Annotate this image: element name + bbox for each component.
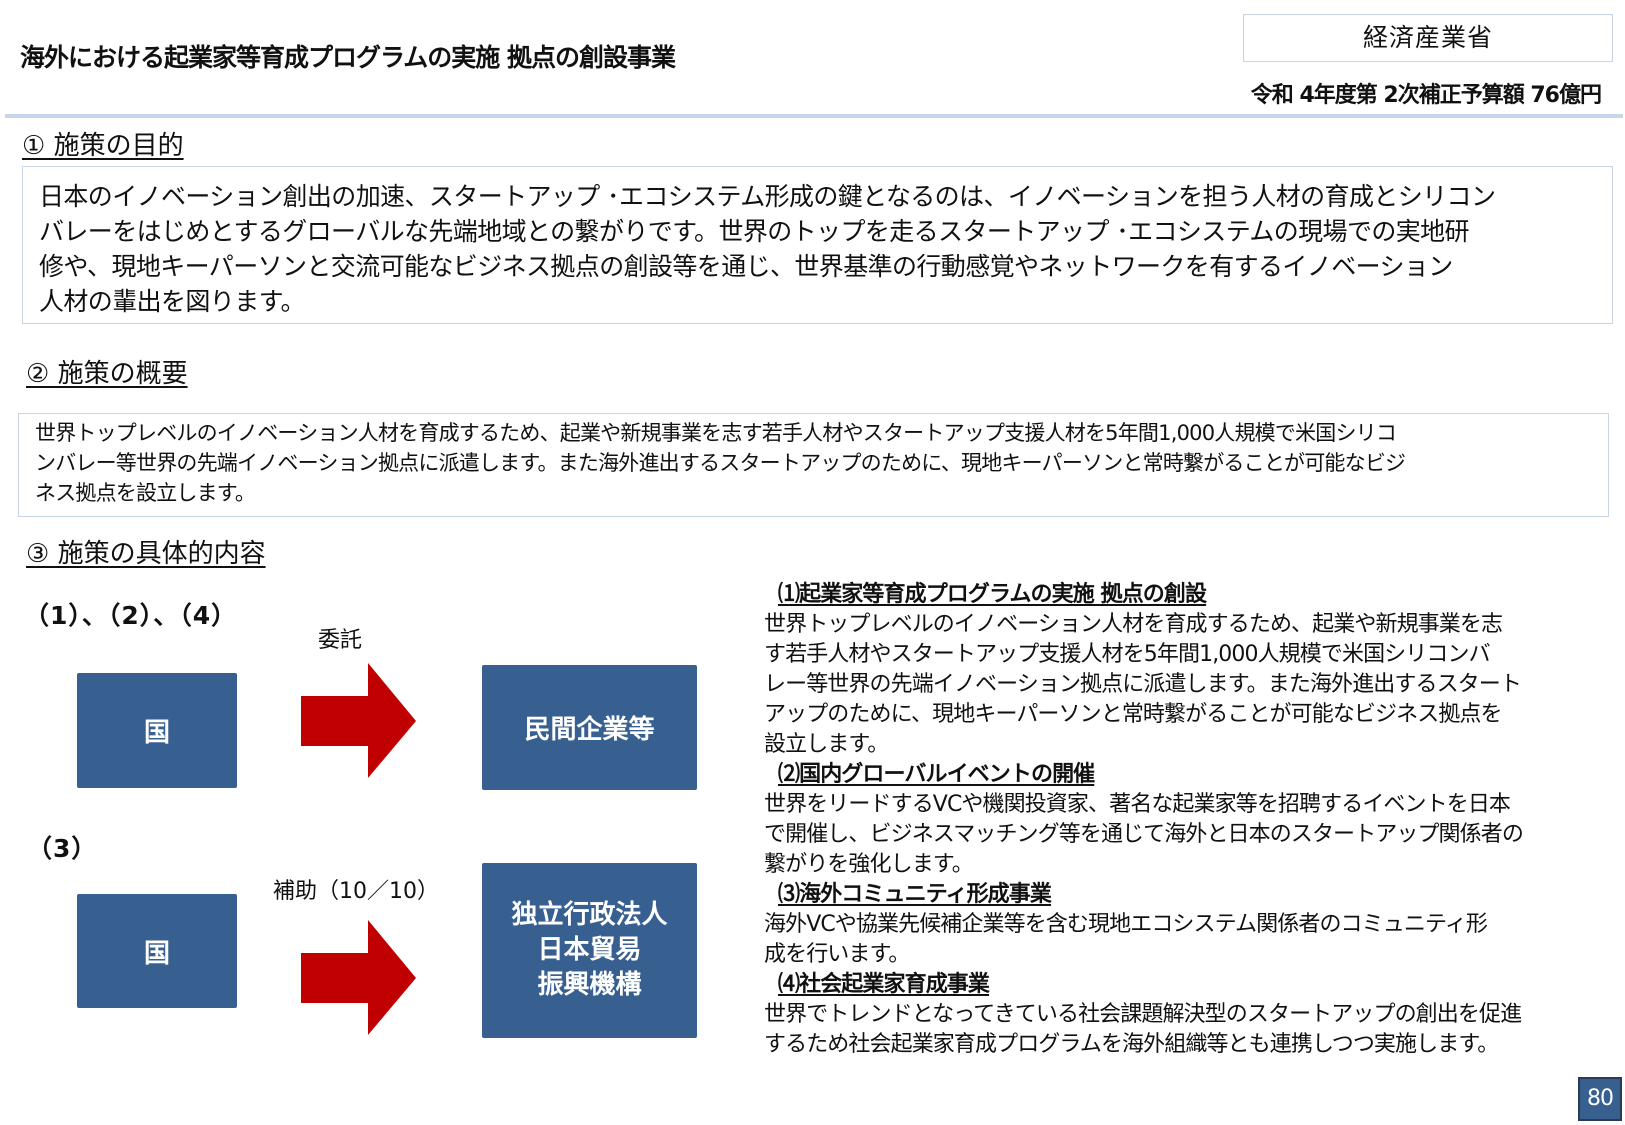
detail-line: 設立します。: [764, 732, 889, 757]
detail-heading: ⑶海外コミュニティ形成事業: [778, 882, 1052, 907]
section-heading-details: ③ 施策の具体的内容: [26, 539, 266, 569]
jetro-line: 振興機構: [537, 970, 642, 1000]
purpose-line: 修や、現地キーパーソンと交流可能なビジネス拠点の創設等を通じ、世界基準の行動感覚…: [39, 252, 1453, 281]
detail-line: 成を行います。: [764, 942, 910, 967]
overview-box: 世界トップレベルのイノベーション人材を育成するため、起業や新規事業を志す若手人材…: [18, 413, 1609, 517]
detail-line: レー等世界の先端イノベーション拠点に派遣します。また海外進出するスタート: [764, 672, 1522, 697]
detail-line: アップのために、現地キーパーソンと常時繋がることが可能なビジネス拠点を: [764, 702, 1503, 727]
detail-heading: ⑷社会起業家育成事業: [778, 972, 990, 997]
government-box-2: 国: [77, 894, 237, 1008]
section-heading-overview: ② 施策の概要: [26, 359, 188, 389]
group-label-1-2-4: （1）、（2）、（4）: [24, 601, 238, 630]
detail-line: 繋がりを強化します。: [764, 852, 974, 877]
overview-line: 世界トップレベルのイノベーション人材を育成するため、起業や新規事業を志す若手人材…: [35, 421, 1397, 445]
purpose-line: 日本のイノベーション創出の加速、スタートアップ ･エコシステム形成の鍵となるのは…: [39, 182, 1496, 211]
detail-line: 海外VCや協業先候補企業等を含む現地エコシステム関係者のコミュニティ形: [764, 912, 1488, 937]
purpose-box: 日本のイノベーション創出の加速、スタートアップ ･エコシステム形成の鍵となるのは…: [22, 166, 1613, 324]
page-title: 海外における起業家等育成プログラムの実施 拠点の創設事業: [20, 43, 676, 72]
header-divider: [5, 114, 1623, 118]
overview-line: ンバレー等世界の先端イノベーション拠点に派遣します。また海外進出するスタートアッ…: [35, 451, 1406, 475]
jetro-line: 独立行政法人: [511, 900, 668, 930]
detail-item-2: ⑵国内グローバルイベントの開催 世界をリードするVCや機関投資家、著名な起業家等…: [764, 760, 1594, 880]
detail-item-3: ⑶海外コミュニティ形成事業 海外VCや協業先候補企業等を含む現地エコシステム関係…: [764, 880, 1594, 970]
relation-label-commission: 委託: [318, 628, 363, 653]
arrow-right-icon: [301, 920, 416, 1035]
group-label-3: （3）: [27, 834, 98, 863]
arrow-right-icon: [301, 663, 416, 778]
detail-heading: ⑵国内グローバルイベントの開催: [778, 762, 1095, 787]
private-companies-box: 民間企業等: [482, 665, 697, 790]
detail-line: 世界でトレンドとなってきている社会課題解決型のスタートアップの創出を促進: [764, 1002, 1522, 1027]
government-box-1: 国: [77, 673, 237, 788]
relation-label-subsidy: 補助（10／10）: [273, 879, 439, 904]
detail-line: で開催し、ビジネスマッチング等を通じて海外と日本のスタートアップ関係者の: [764, 822, 1524, 847]
detail-item-1: ⑴起業家等育成プログラムの実施 拠点の創設 世界トップレベルのイノベーション人材…: [764, 580, 1594, 760]
details-list: ⑴起業家等育成プログラムの実施 拠点の創設 世界トップレベルのイノベーション人材…: [764, 580, 1594, 1060]
budget-amount: 令和 4年度第 2次補正予算額 76億円: [1250, 83, 1602, 108]
purpose-line: 人材の輩出を図ります。: [39, 287, 306, 316]
ministry-label: 経済産業省: [1243, 14, 1613, 62]
purpose-line: バレーをはじめとするグローバルな先端地域との繋がりです。世界のトップを走るスター…: [39, 217, 1470, 246]
detail-item-4: ⑷社会起業家育成事業 世界でトレンドとなってきている社会課題解決型のスタートアッ…: [764, 970, 1594, 1060]
detail-line: 世界をリードするVCや機関投資家、著名な起業家等を招聘するイベントを日本: [764, 792, 1511, 817]
page-number: 80: [1578, 1077, 1622, 1121]
overview-line: ネス拠点を設立します。: [35, 481, 256, 505]
jetro-line: 日本貿易: [537, 935, 642, 965]
detail-line: す若手人材やスタートアップ支援人材を5年間1,000人規模で米国シリコンバ: [764, 642, 1491, 667]
detail-line: するため社会起業家育成プログラムを海外組織等とも連携しつつ実施します。: [764, 1032, 1499, 1057]
section-heading-purpose: ① 施策の目的: [22, 131, 184, 161]
jetro-box: 独立行政法人 日本貿易 振興機構: [482, 863, 697, 1038]
detail-line: 世界トップレベルのイノベーション人材を育成するため、起業や新規事業を志: [764, 612, 1503, 637]
detail-heading: ⑴起業家等育成プログラムの実施 拠点の創設: [778, 582, 1207, 607]
